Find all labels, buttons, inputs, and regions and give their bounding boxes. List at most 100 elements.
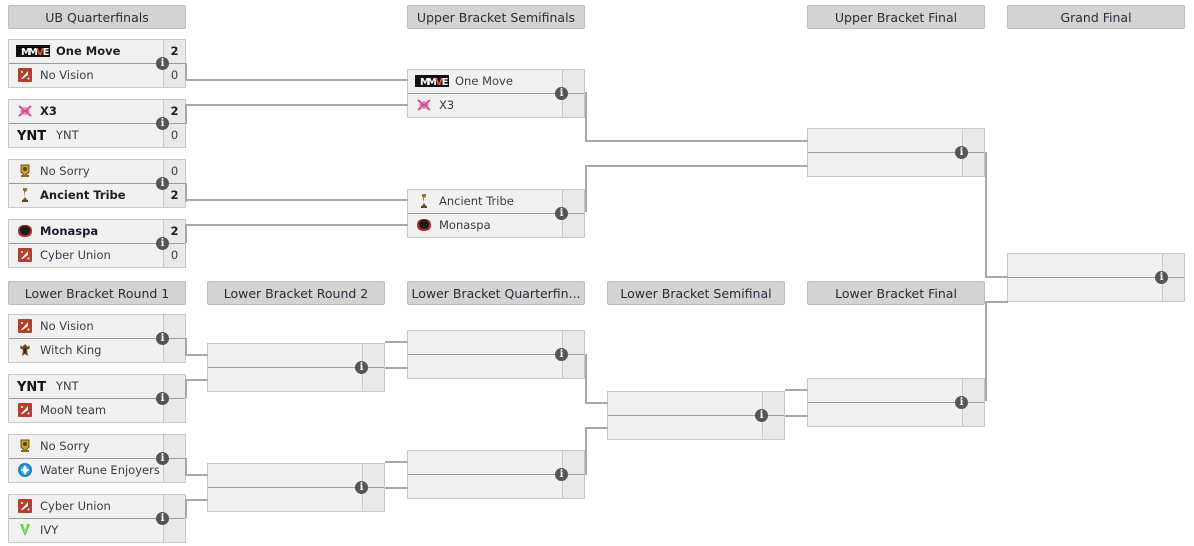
match-info-icon[interactable]: i — [955, 146, 968, 159]
match-row-bottom[interactable]: X3 — [408, 93, 584, 117]
score-top — [362, 464, 384, 487]
match-row-bottom[interactable] — [1008, 277, 1184, 301]
match-lbfm1[interactable]: i — [807, 378, 985, 427]
match-info-icon[interactable]: i — [355, 481, 368, 494]
round-header-lower-bracket-round-1[interactable]: Lower Bracket Round 1 — [8, 281, 186, 305]
match-row-bottom[interactable]: IVY — [9, 518, 185, 542]
match-row-top[interactable]: No Vision — [9, 315, 185, 339]
match-row-bottom[interactable] — [208, 367, 384, 391]
match-row-top[interactable] — [808, 129, 984, 153]
match-info-icon[interactable]: i — [156, 332, 169, 345]
match-info-icon[interactable]: i — [1155, 271, 1168, 284]
match-info-icon[interactable]: i — [156, 392, 169, 405]
match-row-bottom[interactable] — [408, 354, 584, 378]
no-sorry-logo-icon — [16, 163, 34, 179]
match-row-bottom[interactable] — [808, 402, 984, 426]
match-info-icon[interactable]: i — [555, 207, 568, 220]
match-row-top[interactable]: Cyber Union — [9, 495, 185, 519]
match-row-top[interactable]: No Sorry 0 — [9, 160, 185, 184]
score-top — [962, 379, 984, 402]
round-header-lower-bracket-round-2[interactable]: Lower Bracket Round 2 — [207, 281, 385, 305]
connector — [585, 427, 587, 475]
match-row-bottom[interactable] — [808, 152, 984, 176]
match-lbr1m4[interactable]: Cyber Union IVY i — [8, 494, 186, 543]
match-row-bottom[interactable]: Cyber Union 0 — [9, 243, 185, 267]
match-ubf1[interactable]: i — [807, 128, 985, 177]
connector — [185, 183, 187, 202]
match-row-bottom[interactable]: Monaspa — [408, 213, 584, 237]
match-info-icon[interactable]: i — [156, 452, 169, 465]
round-header-grand-final[interactable]: Grand Final — [1007, 5, 1185, 29]
match-row-top[interactable] — [608, 392, 784, 416]
match-info-icon[interactable]: i — [555, 348, 568, 361]
match-row-top[interactable]: X3 2 — [9, 100, 185, 124]
score-top: 2 — [163, 40, 185, 63]
match-row-top[interactable] — [408, 331, 584, 355]
match-info-icon[interactable]: i — [156, 117, 169, 130]
match-row-bottom[interactable] — [208, 487, 384, 511]
x3-logo-icon — [415, 97, 433, 113]
match-info-icon[interactable]: i — [355, 361, 368, 374]
round-header-lower-bracket-semifinal[interactable]: Lower Bracket Semifinal — [607, 281, 785, 305]
match-info-icon[interactable]: i — [755, 409, 768, 422]
match-lbr1m2[interactable]: YNT YNT MooN team i — [8, 374, 186, 423]
match-row-top[interactable]: Monaspa 2 — [9, 220, 185, 244]
round-header-lower-bracket-final[interactable]: Lower Bracket Final — [807, 281, 985, 305]
opponent-top: No Sorry — [9, 163, 163, 179]
match-info-icon[interactable]: i — [955, 396, 968, 409]
round-header-lower-bracket-quarterfinals[interactable]: Lower Bracket Quarterfin... — [407, 281, 585, 305]
connector — [185, 474, 208, 476]
match-row-top[interactable]: Ancient Tribe — [408, 190, 584, 214]
match-lbqfm2[interactable]: i — [407, 450, 585, 499]
match-info-icon[interactable]: i — [156, 57, 169, 70]
match-row-top[interactable]: No Sorry — [9, 435, 185, 459]
match-info-icon[interactable]: i — [156, 512, 169, 525]
match-lbsfm1[interactable]: i — [607, 391, 785, 440]
match-info-icon[interactable]: i — [555, 87, 568, 100]
opponent-top: No Vision — [9, 318, 163, 334]
score-top — [1162, 254, 1184, 277]
match-row-top[interactable] — [808, 379, 984, 403]
round-header-ub-quarterfinals[interactable]: UB Quarterfinals — [8, 5, 186, 29]
opponent-bottom: Cyber Union — [9, 247, 163, 263]
match-row-bottom[interactable]: Ancient Tribe 2 — [9, 183, 185, 207]
match-lbr1m3[interactable]: No Sorry Water Rune Enjoyers i — [8, 434, 186, 483]
match-info-icon[interactable]: i — [156, 177, 169, 190]
match-row-bottom[interactable]: YNT YNT 0 — [9, 123, 185, 147]
match-lbqfm1[interactable]: i — [407, 330, 585, 379]
match-row-top[interactable] — [208, 464, 384, 488]
opponent-bottom: Ancient Tribe — [9, 187, 163, 203]
match-row-bottom[interactable] — [608, 415, 784, 439]
match-row-bottom[interactable]: Water Rune Enjoyers — [9, 458, 185, 482]
match-row-top[interactable] — [408, 451, 584, 475]
match-lbr1m1[interactable]: No Vision Witch King i — [8, 314, 186, 363]
round-header-upper-bracket-final[interactable]: Upper Bracket Final — [807, 5, 985, 29]
match-row-top[interactable]: YNT YNT — [9, 375, 185, 399]
opponent-name: Ancient Tribe — [40, 188, 126, 203]
match-lbr2m1[interactable]: i — [207, 343, 385, 392]
opponent-bottom: YNT YNT — [9, 127, 163, 143]
match-ubsf2[interactable]: Ancient Tribe Monaspa i — [407, 189, 585, 238]
match-ubqf2[interactable]: X3 2 YNT YNT 0 i — [8, 99, 186, 148]
match-row-top[interactable] — [208, 344, 384, 368]
match-row-bottom[interactable] — [408, 474, 584, 498]
match-row-bottom[interactable]: No Vision 0 — [9, 63, 185, 87]
match-gf1[interactable]: i — [1007, 253, 1185, 302]
match-row-bottom[interactable]: Witch King — [9, 338, 185, 362]
match-lbr2m2[interactable]: i — [207, 463, 385, 512]
match-info-icon[interactable]: i — [555, 468, 568, 481]
connector — [585, 427, 608, 429]
match-ubqf4[interactable]: Monaspa 2 Cyber Union 0 i — [8, 219, 186, 268]
match-row-bottom[interactable]: MooN team — [9, 398, 185, 422]
connector — [585, 165, 587, 212]
opponent-name: X3 — [40, 104, 57, 119]
svg-text:V: V — [36, 47, 44, 58]
match-info-icon[interactable]: i — [156, 237, 169, 250]
match-ubqf3[interactable]: No Sorry 0 Ancient Tribe 2 i — [8, 159, 186, 208]
round-header-upper-bracket-semifinals[interactable]: Upper Bracket Semifinals — [407, 5, 585, 29]
match-row-top[interactable] — [1008, 254, 1184, 278]
